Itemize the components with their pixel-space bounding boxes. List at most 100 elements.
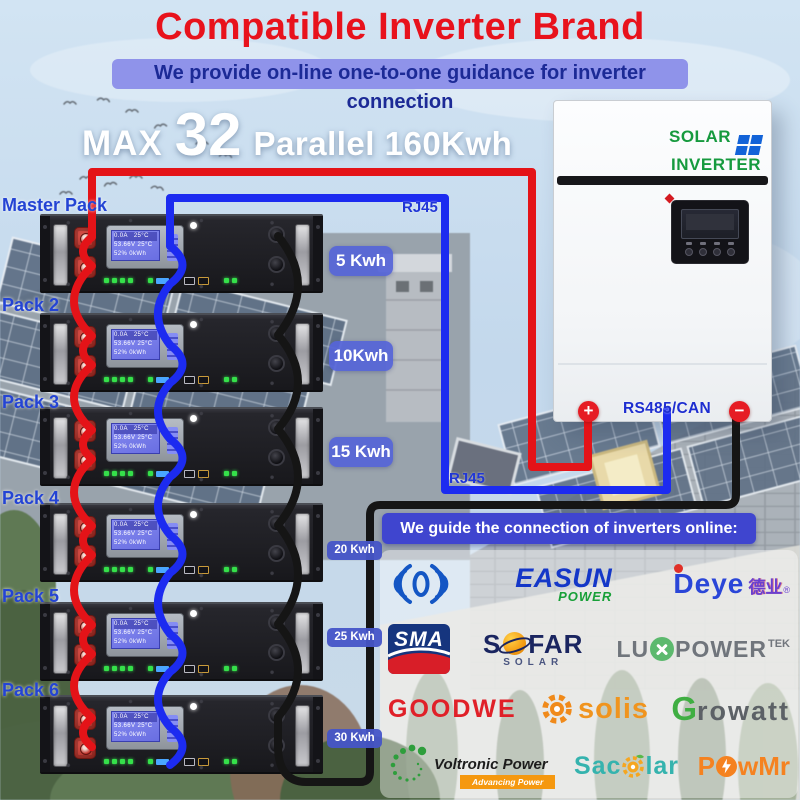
- inverter-brand-line1: SOLAR: [669, 127, 731, 146]
- inverter-control-panel: [671, 200, 749, 264]
- right-handle: [295, 323, 310, 385]
- indicator-leds: [104, 565, 237, 574]
- status-led: [190, 610, 197, 617]
- negative-terminal: [74, 545, 96, 567]
- inverter-brand-line2: INVERTER: [671, 155, 761, 174]
- solar-panel-icon: [734, 135, 764, 155]
- right-handle: [295, 705, 310, 767]
- black-terminal: [268, 355, 285, 372]
- capacity-badge-20kwh: 20 Kwh: [327, 541, 382, 560]
- left-handle: [53, 323, 68, 385]
- black-terminal: [268, 325, 285, 342]
- inverter-stripe: [557, 176, 768, 185]
- rack-ear: [313, 604, 323, 679]
- brand-logo-sma: SMA: [388, 624, 450, 674]
- brand-logo-sacolar: Sac lar: [573, 751, 680, 780]
- brand-logo-deye: Deye 德业 ®: [673, 564, 790, 598]
- rack-ear: [40, 604, 50, 679]
- indicator-leds: [104, 757, 237, 766]
- rack-ear: [313, 315, 323, 390]
- right-handle: [295, 513, 310, 575]
- left-handle: [53, 612, 68, 674]
- indicator-leds: [104, 276, 237, 285]
- pack-label-6: Pack 6: [2, 680, 60, 700]
- black-terminal: [268, 256, 285, 273]
- indicator-leds: [104, 664, 237, 673]
- brand-logo-easun: EASUN POWER: [515, 563, 613, 604]
- positive-terminal: [74, 420, 96, 442]
- rack-ear: [313, 409, 323, 484]
- status-led: [190, 222, 197, 229]
- negative-terminal: [74, 355, 96, 377]
- status-led: [190, 511, 197, 518]
- brand-logo-luxpowertek: LU POWER TEK: [616, 635, 790, 662]
- voltronic-swirl-icon: [390, 744, 427, 782]
- comm-connector: [167, 333, 178, 360]
- pack-label-3: Pack 3: [2, 392, 60, 412]
- indicator-leds: [104, 469, 237, 478]
- left-handle: [53, 224, 68, 286]
- black-terminal: [268, 707, 285, 724]
- minus-terminal-icon: −: [729, 401, 750, 422]
- indicator-leds: [104, 375, 237, 384]
- comm-connector: [167, 427, 178, 454]
- inverter-brand: SOLAR INVERTER: [669, 127, 764, 174]
- left-handle: [53, 705, 68, 767]
- negative-terminal: [74, 449, 96, 471]
- plus-terminal-icon: +: [578, 401, 599, 422]
- pack-label-2: Pack 2: [2, 295, 60, 315]
- black-terminal: [268, 644, 285, 661]
- inverter-divider: [558, 363, 767, 365]
- max-capacity: Parallel 160Kwh: [253, 125, 513, 162]
- rj45-label-top: RJ45: [402, 199, 438, 216]
- max-count: 32: [174, 101, 242, 168]
- black-terminal: [268, 419, 285, 436]
- comm-connector: [167, 715, 178, 742]
- negative-terminal: [74, 737, 96, 759]
- rack-ear: [40, 315, 50, 390]
- rack-ear: [40, 409, 50, 484]
- pack-label-master: Master Pack: [2, 195, 108, 215]
- sofar-globe-icon: [503, 632, 527, 655]
- rs485-can-label: RS485/CAN: [623, 400, 711, 417]
- inverter-screen: [681, 209, 739, 239]
- panel-icons: [672, 242, 748, 245]
- capacity-badge-30kwh: 30 Kwh: [327, 729, 382, 748]
- negative-terminal: [74, 256, 96, 278]
- brand-logo-panel: EASUN POWER Deye 德业 ® SMA S: [380, 550, 798, 798]
- left-handle: [53, 513, 68, 575]
- rack-ear: [40, 697, 50, 772]
- black-terminal: [268, 226, 285, 243]
- positive-terminal: [74, 326, 96, 348]
- pack-label-4: Pack 4: [2, 488, 60, 508]
- rj45-label-bottom: RJ45: [449, 470, 485, 487]
- left-handle: [53, 417, 68, 479]
- rack-ear: [313, 216, 323, 291]
- brand-logo-sofar: S FAR SOLAR: [483, 628, 584, 668]
- positive-terminal: [74, 708, 96, 730]
- brand-logo-powmr: P wMr: [697, 751, 790, 781]
- positive-terminal: [74, 516, 96, 538]
- page-title: Compatible Inverter Brand: [155, 6, 645, 48]
- negative-terminal: [74, 644, 96, 666]
- rack-ear: [313, 505, 323, 580]
- black-terminal: [268, 614, 285, 631]
- right-handle: [295, 224, 310, 286]
- brand-logo-growatt: G rowatt: [671, 690, 790, 727]
- capacity-badge-10kwh: 10Kwh: [329, 341, 393, 371]
- brand-logo-goodwe: GOODWE: [388, 694, 517, 723]
- black-terminal: [268, 545, 285, 562]
- powmr-bolt-icon: [716, 755, 737, 777]
- subtitle-banner: We provide on-line one-to-one guidance f…: [112, 59, 688, 113]
